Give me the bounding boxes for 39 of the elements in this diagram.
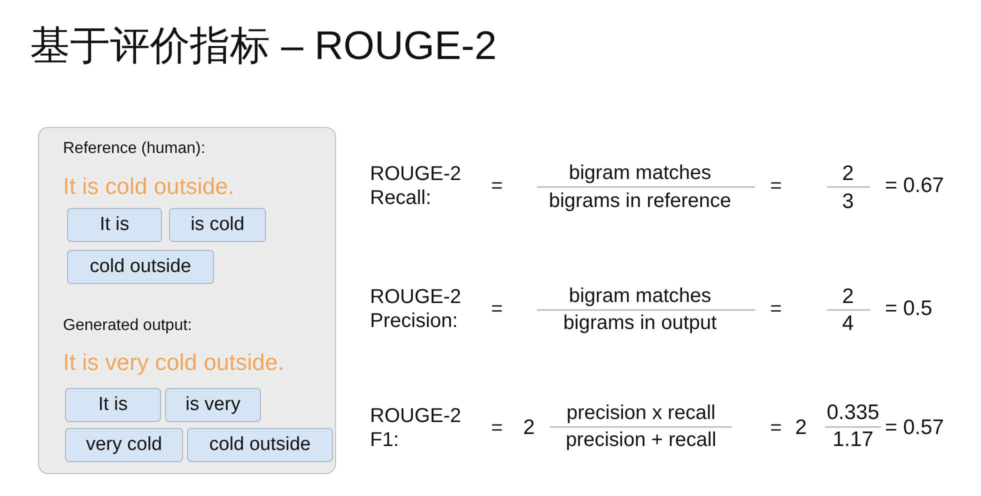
denominator: 3 bbox=[842, 189, 854, 215]
coefficient: 2 bbox=[795, 415, 807, 441]
denominator: 4 bbox=[842, 311, 854, 337]
bigram-chip: It is bbox=[67, 208, 162, 242]
slide-title: 基于评价指标 – ROUGE-2 bbox=[30, 23, 497, 70]
equals-sign: = bbox=[491, 174, 503, 198]
bigram-chip: is cold bbox=[169, 208, 266, 242]
equals-sign: = bbox=[770, 174, 782, 198]
metric-name: ROUGE-2 Precision: bbox=[370, 285, 462, 333]
bigram-chip: very cold bbox=[65, 428, 183, 462]
section-label: Reference (human): bbox=[63, 140, 206, 158]
equals-sign: = bbox=[491, 416, 503, 440]
numerator: bigram matches bbox=[568, 284, 712, 308]
result-value: = 0.5 bbox=[885, 296, 932, 322]
denominator: bigrams in reference bbox=[548, 189, 732, 213]
coefficient: 2 bbox=[523, 415, 535, 441]
denominator: 1.17 bbox=[832, 427, 874, 453]
equals-sign: = bbox=[491, 297, 503, 321]
bigram-chip: cold outside bbox=[187, 428, 333, 462]
numerator: precision x recall bbox=[566, 401, 716, 425]
equals-sign: = bbox=[770, 416, 782, 440]
numerator: 0.335 bbox=[826, 400, 880, 426]
bigram-chip: is very bbox=[165, 388, 261, 422]
bigram-chip: cold outside bbox=[67, 250, 214, 284]
section-label: Generated output: bbox=[63, 317, 192, 335]
denominator: precision + recall bbox=[566, 428, 716, 452]
output-sentence: It is very cold outside. bbox=[63, 349, 284, 376]
numerator: 2 bbox=[842, 284, 854, 310]
example-panel bbox=[38, 127, 336, 474]
bigram-chip: It is bbox=[65, 388, 161, 422]
numerator: bigram matches bbox=[568, 161, 712, 185]
numerator: 2 bbox=[842, 161, 854, 187]
metric-name: ROUGE-2 F1: bbox=[370, 404, 462, 452]
metric-name: ROUGE-2 Recall: bbox=[370, 162, 462, 210]
equals-sign: = bbox=[770, 297, 782, 321]
result-value: = 0.67 bbox=[885, 173, 944, 199]
reference-sentence: It is cold outside. bbox=[63, 173, 234, 200]
denominator: bigrams in output bbox=[563, 311, 717, 335]
result-value: = 0.57 bbox=[885, 415, 944, 441]
